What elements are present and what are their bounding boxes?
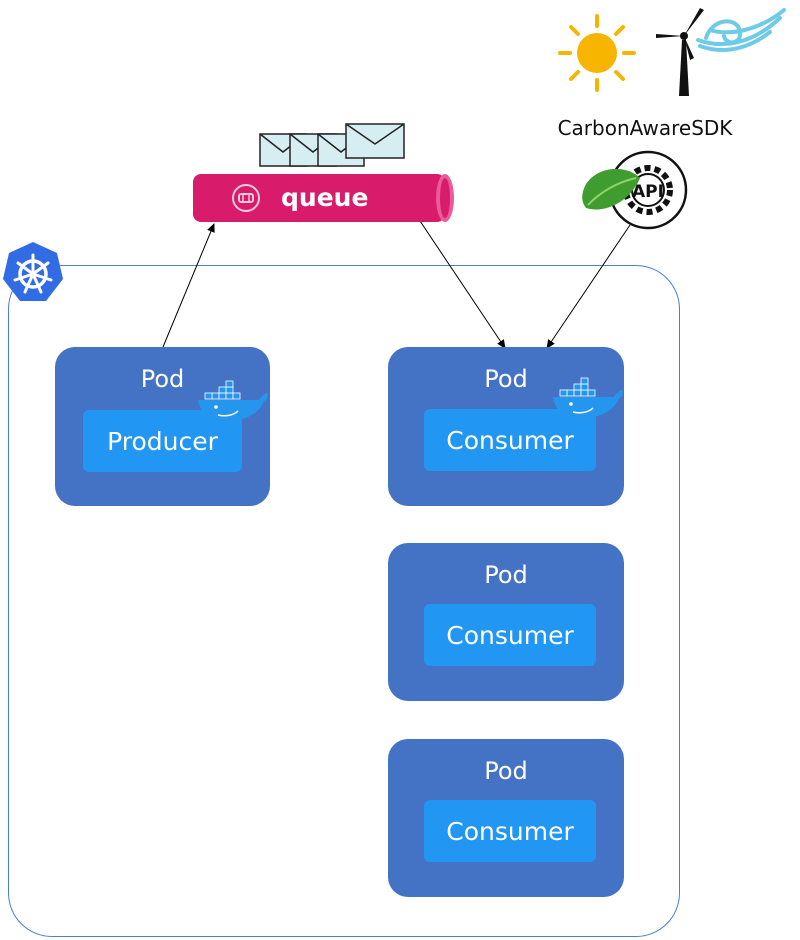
queue: queue bbox=[193, 174, 455, 222]
arrow-sdk-to-consumer bbox=[546, 224, 631, 349]
kubernetes-icon bbox=[3, 242, 63, 301]
consumer-container-3: Consumer bbox=[424, 800, 596, 862]
queue-cylinder bbox=[193, 174, 454, 222]
pod-label: Pod bbox=[484, 757, 528, 785]
arrow-queue-to-consumer bbox=[417, 217, 506, 349]
pod-label: Pod bbox=[140, 365, 185, 393]
pod-label: Pod bbox=[484, 561, 528, 589]
service-bus-icon bbox=[232, 184, 260, 212]
pod-consumer-2: Pod Consumer bbox=[388, 543, 624, 701]
pod-consumer-1: Pod Consumer bbox=[388, 347, 624, 506]
consumer-container-2: Consumer bbox=[424, 604, 596, 666]
queue-label: queue bbox=[281, 183, 369, 212]
consumer-container-1: Consumer bbox=[424, 409, 596, 471]
arrow-producer-to-queue bbox=[162, 223, 215, 348]
pod-consumer-3: Pod Consumer bbox=[388, 739, 624, 897]
pod-label: Pod bbox=[484, 365, 528, 393]
kubernetes-cluster-boundary bbox=[8, 265, 680, 937]
svg-text:API: API bbox=[632, 182, 664, 202]
carbon-aware-sdk-label: CarbonAwareSDK bbox=[557, 116, 733, 140]
